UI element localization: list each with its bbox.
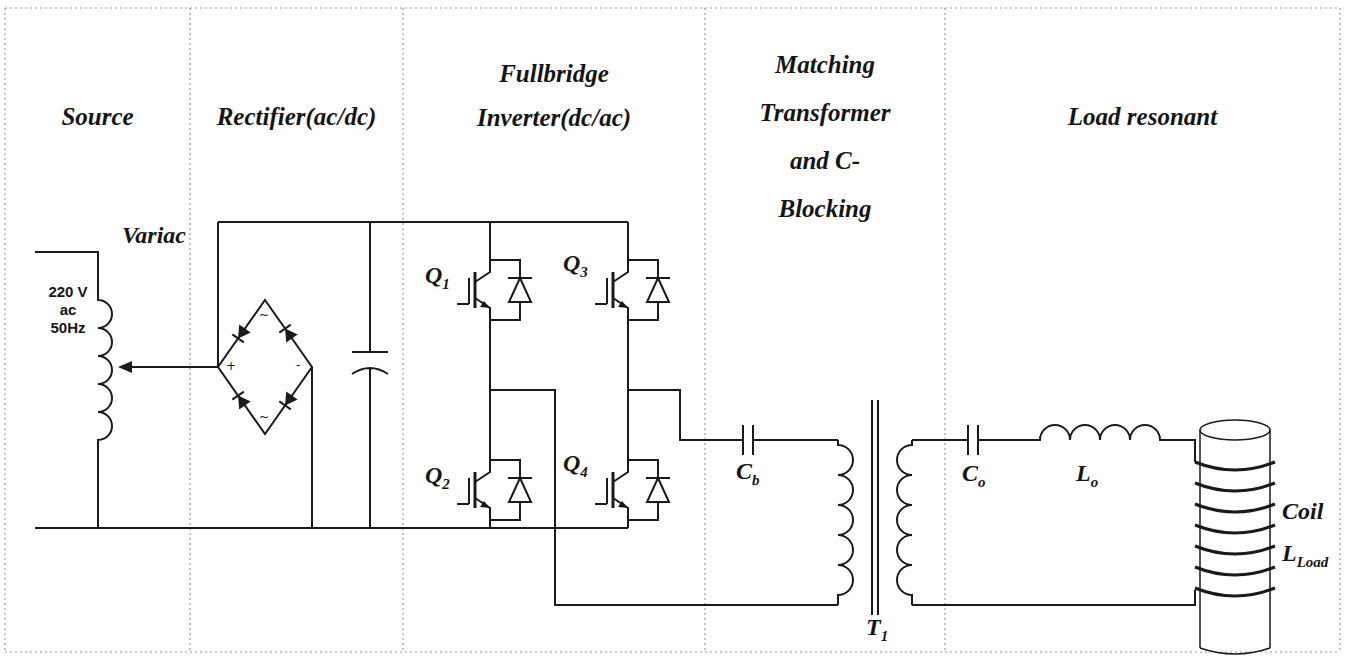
switch-label: Q1: [425, 262, 450, 289]
component-label: LLoad: [1282, 540, 1328, 567]
terminal-mark: -: [296, 358, 300, 372]
component-label: Cb: [736, 458, 760, 485]
switch-label: Q4: [563, 450, 588, 477]
section-heading: Fullbridge Inverter(dc/ac): [454, 52, 654, 140]
section-heading: Matching Transformer and C-Blocking: [750, 41, 900, 233]
section-band: Matching Transformer and C-Blocking: [705, 8, 945, 652]
wires: [35, 222, 1195, 615]
section-band: Fullbridge Inverter(dc/ac): [403, 8, 705, 652]
section-band: Load resonant: [945, 8, 1340, 652]
section-heading: Rectifier(ac/dc): [194, 94, 399, 140]
component-label: Co: [962, 460, 986, 487]
supply-rating: 220 V ac 50Hz: [42, 283, 94, 337]
switch-label: Q3: [563, 250, 588, 277]
component-label: Coil: [1282, 498, 1323, 525]
wiper-arrow: [118, 361, 132, 373]
switch-label: Q2: [425, 462, 450, 489]
section-border: [5, 8, 1340, 652]
section-heading: Source: [10, 94, 185, 140]
part-name: Variac: [122, 222, 186, 249]
terminal-mark: +: [226, 359, 236, 373]
section-band: Rectifier(ac/dc): [190, 8, 403, 652]
component-label: Lo: [1076, 460, 1098, 487]
section-band: Source: [5, 8, 190, 652]
terminal-mark: ~: [259, 410, 269, 424]
coil-cylinder: [1195, 420, 1275, 654]
section-heading: Load resonant: [993, 94, 1293, 140]
terminal-mark: ~: [259, 308, 269, 322]
component-label: T1: [866, 614, 888, 641]
